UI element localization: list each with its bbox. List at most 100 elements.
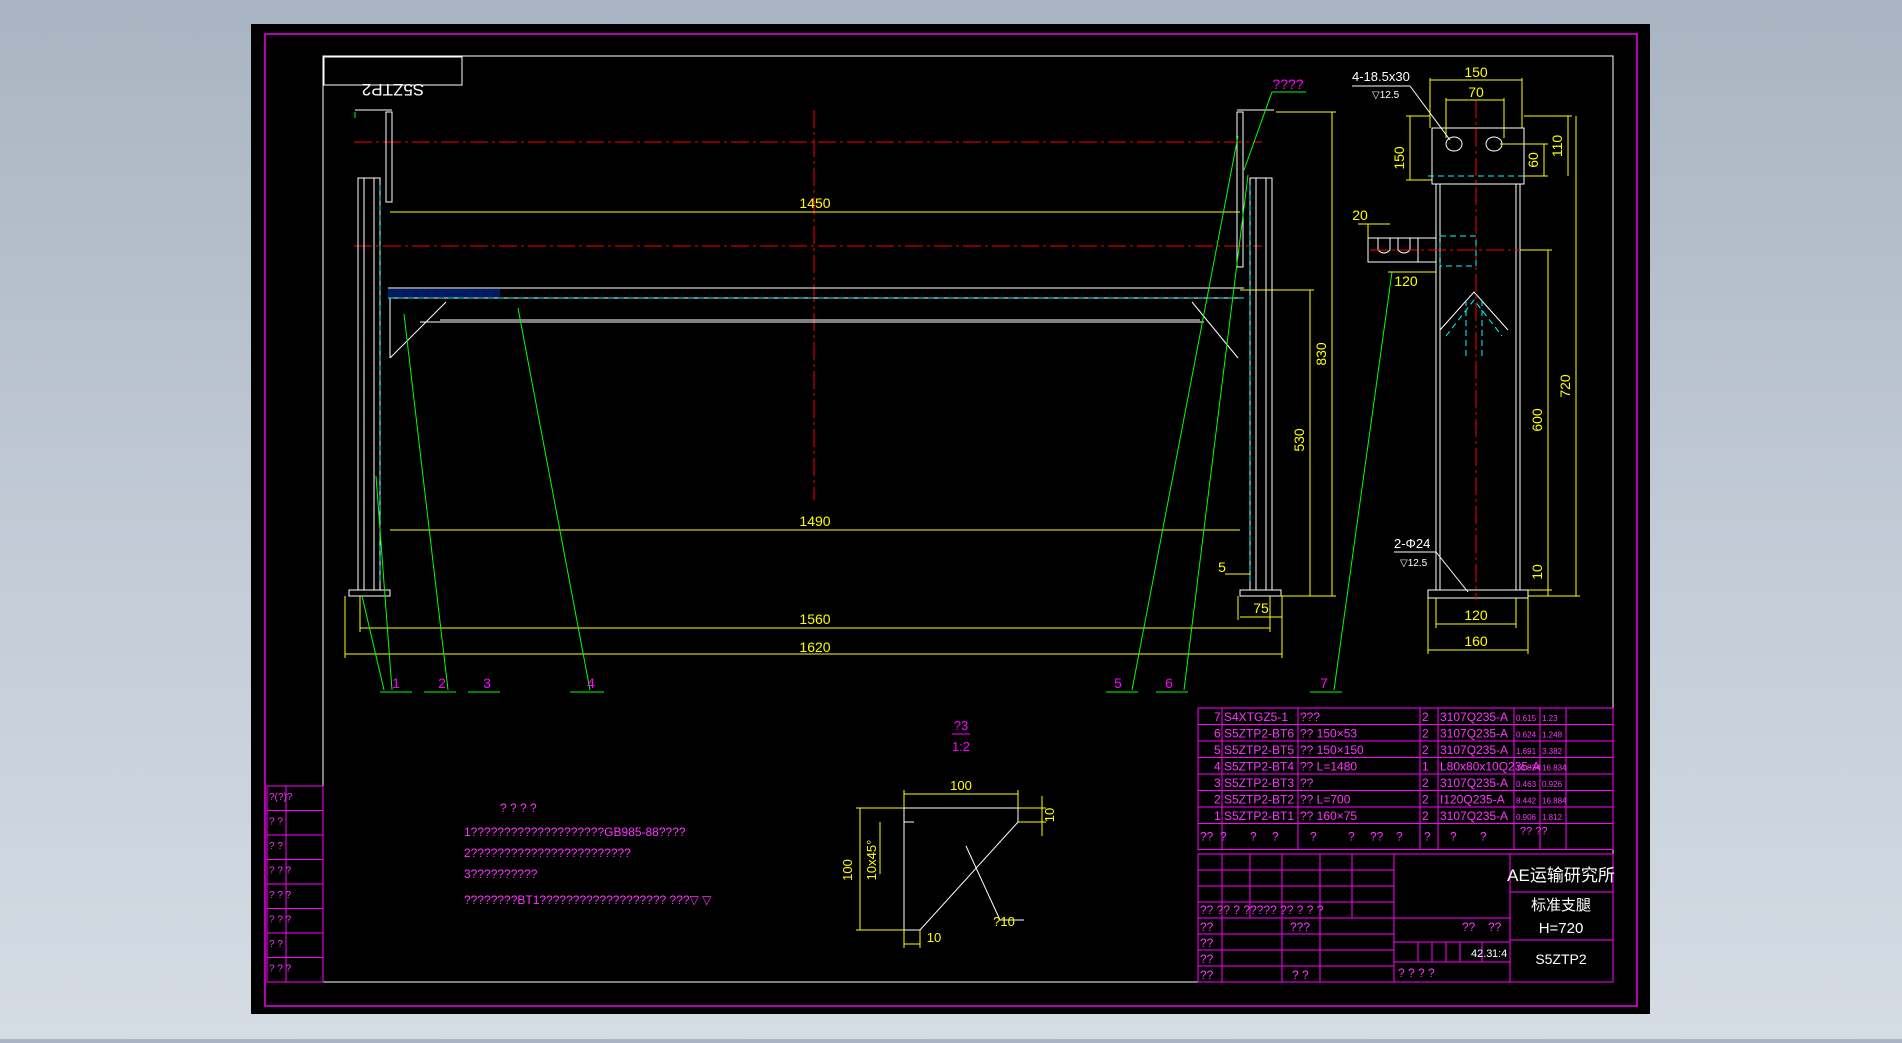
leader-top-label: ???? [1272,76,1303,92]
bottom-mid: ? ? [1292,968,1309,982]
side-view [1367,100,1540,600]
dim-1490: 1490 [799,513,830,529]
bom-cell-no: 7 [1214,710,1221,724]
bom-cell-no: 3 [1214,776,1221,790]
bom-cell-code: S5ZTP2-BT5 [1224,743,1294,757]
dim-side-150: 150 [1391,146,1407,170]
bom-header-cell: ? [1424,830,1431,844]
bom-cell-name: ?? 160×75 [1300,809,1357,823]
bom-cell-no: 5 [1214,743,1221,757]
sheet-outer-border [264,33,1638,1007]
detail-dim-10-bottom: 10 [927,930,941,945]
bom-cell-total: 0.926 [1542,780,1563,789]
row-label-2: ?? [1200,936,1214,950]
dim-side-60: 60 [1525,152,1541,168]
weight-value: 42.3 [1471,948,1492,960]
bom-cell-code: S5ZTP2-BT6 [1224,727,1294,741]
detail-dim-100-top: 100 [950,778,972,793]
bom-cell-unit: 16.834 [1516,764,1541,773]
dim-side-120-bottom: 120 [1464,607,1488,623]
right-leg [1236,109,1282,597]
revision-strip-label: ? ? ? [269,890,292,901]
bom-header-cell: ? [1450,830,1457,844]
bom-cell-material: 3107Q235-A [1440,776,1508,790]
technical-notes: ? ? ? ? 1????????????????????GB985-88???… [464,801,712,907]
bom-cell-code: S5ZTP2-BT4 [1224,760,1294,774]
detail-chamfer: 10x45° [864,840,879,881]
bom-cell-material: I120Q235-A [1440,793,1505,807]
revision-strip-label: ? ? [269,841,283,852]
company-name: AE运输研究所 [1507,866,1615,885]
dim-side-160: 160 [1464,633,1488,649]
title-block [1197,853,1614,983]
note-line-1: 1????????????????????GB985-88???? [464,825,686,839]
detail-dim-10-top: 10 [1042,808,1057,822]
drawing-name: 标准支腿 [1531,897,1591,914]
revision-strip-label: ? ? ? [269,866,292,877]
row-label-4: ?? [1200,968,1214,982]
note-line-3: 3?????????? [464,867,538,881]
note-line-4: ????????BT1??????????????????? ???▽ ▽ [464,893,712,907]
detail-thickness: ?10 [993,914,1015,929]
dim-side-70: 70 [1468,84,1484,100]
dim-1450: 1450 [799,195,830,211]
revision-strip-label: ? ? ? [269,964,292,975]
bom-cell-no: 1 [1214,809,1221,823]
part-number-3: 3 [483,675,491,691]
revision-strip: ?(?)?? ?? ?? ? ?? ? ?? ? ?? ?? ? ? [266,785,324,983]
title-block-text: AE运输研究所 标准支腿 H=720 S5ZTP2 42.3 1:4 ?? ??… [1200,866,1615,982]
bom-cell-name: ?? 150×53 [1300,727,1357,741]
bom-cell-unit: 0.463 [1516,780,1537,789]
bom-cell-unit: 0.624 [1516,731,1537,740]
dim-side-110: 110 [1549,135,1565,158]
row-label-3: ?? [1200,952,1214,966]
notes-title: ? ? ? ? [500,801,537,815]
dim-side-600: 600 [1529,408,1545,432]
bom-cell-material: 3107Q235-A [1440,809,1508,823]
bom-cell-unit: 8.442 [1516,797,1537,806]
bom-header-extra: ?? ?? [1520,826,1548,838]
part-number-2: 2 [438,675,446,691]
hole-notes: 4-18.5x30 ▽12.5 2-Φ24 ▽12.5 [1352,69,1469,593]
bom-header-cell: ? [1220,830,1227,844]
sheet-inner-border [322,55,1614,983]
bom-cell-name: ?? L=1480 [1300,760,1357,774]
approval-mid: ??? [1290,920,1310,934]
bom-cell-name: ?? [1300,776,1314,790]
bom-cell-code: S5ZTP2-BT3 [1224,776,1294,790]
part-number-labels: 1 2 3 4 5 6 7 ???? [392,76,1328,691]
bom-cell-no: 4 [1214,760,1221,774]
dim-side-120-mid: 120 [1394,273,1418,289]
bom-header-cell: ?? [1370,830,1384,844]
bom-cell-code: S4XTGZ5-1 [1224,710,1288,724]
bom-cell-no: 2 [1214,793,1221,807]
row-label-1: ?? [1200,920,1214,934]
front-dimensions [344,111,1336,658]
bottom-right: ? ? ? ? [1398,966,1435,980]
hole-note-bottom: 2-Φ24 [1394,536,1430,551]
small-cell-2: ?? [1488,920,1502,934]
bom-cell-material: 3107Q235-A [1440,727,1508,741]
bom-cell-qty: 2 [1422,727,1429,741]
revision-strip-label: ? ? [269,817,283,828]
part-number-4: 4 [587,675,595,691]
revision-strip-label: ?(?)? [269,792,293,803]
part-number-6: 6 [1165,675,1173,691]
row-sig: ?? ?? ? ????? ?? ? ? ? [1200,903,1324,917]
bom-cell-name: ?? L=700 [1300,793,1351,807]
small-cell-1: ?? [1462,920,1476,934]
side-dimension-text: 150 70 150 60 110 20 120 720 600 10 120 … [1352,64,1573,649]
revision-strip-label: ? ? [269,939,283,950]
dim-side-20: 20 [1352,207,1368,223]
detail-scale-bottom: 1:2 [952,739,970,754]
hole-note-top: 4-18.5x30 [1352,69,1410,84]
bom-cell-qty: 2 [1422,710,1429,724]
bom-cell-unit: 1.691 [1516,747,1537,756]
hole-note-bottom-mark: ▽12.5 [1400,558,1428,569]
part-number-7: 7 [1320,675,1328,691]
bom-cell-material: L80x80x10Q235-A [1440,760,1540,774]
part-number-1: 1 [392,675,400,691]
